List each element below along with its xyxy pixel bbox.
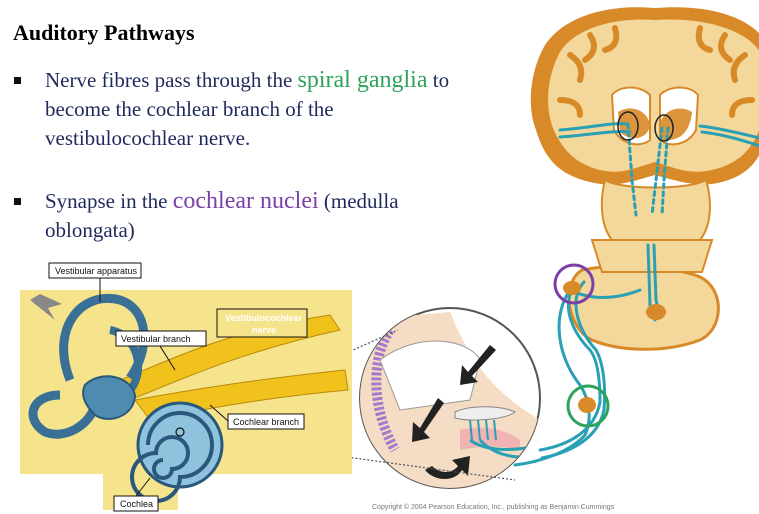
return-arrow-icon: [425, 456, 470, 479]
bullet-cochlear-nuclei: Synapse in the cochlear nuclei (medulla …: [14, 187, 484, 245]
thalamus-circle: [617, 111, 639, 141]
bullet-text-after: (medulla oblongata): [45, 189, 399, 242]
bullet-spiral-ganglia: Nerve fibres pass through the spiral gan…: [14, 66, 484, 153]
cortex-gyri: [557, 25, 755, 118]
midbrain: [600, 178, 711, 241]
label-vestibular-branch: Vestibular branch: [121, 334, 191, 344]
page-title: Auditory Pathways: [13, 20, 195, 45]
sound-arrow-icon: [412, 398, 444, 442]
label-cochlea: Cochlea: [120, 499, 153, 509]
bullet-square-icon: [14, 77, 21, 84]
spiral-ganglia-circle: [566, 384, 610, 428]
cochlea-zoom: [359, 307, 541, 489]
cochlear-nuclei-circle: [553, 263, 595, 305]
cochlear-nuclei-highlight: cochlear nuclei: [172, 188, 319, 214]
vestibule: [82, 375, 137, 420]
bullet-text-before: Nerve fibres pass through the: [45, 68, 298, 92]
bullet-text-before: Synapse in the: [45, 189, 173, 213]
label-vestibular-apparatus: Vestibular apparatus: [55, 266, 138, 276]
ear-labels: Vestibular apparatus Vestibular branch V…: [48, 262, 308, 512]
spiral-ganglia-highlight: spiral ganglia: [297, 67, 428, 93]
spiral-ganglion-marker: [578, 397, 596, 413]
direction-arrow-icon: [30, 294, 62, 320]
brainstem-lower: [590, 239, 714, 273]
superior-olive-marker: [646, 304, 666, 320]
vestibular-canal: [28, 390, 100, 439]
copyright-text: Copyright © 2004 Pearson Education, Inc.…: [372, 504, 615, 511]
bullet-text-after: to become the cochlear branch of the ves…: [45, 68, 450, 150]
zoom-connector: [184, 434, 516, 481]
label-vestibulocochlear-nerve-2: nerve: [252, 325, 276, 335]
thalamus-circle: [654, 114, 674, 142]
label-vestibulocochlear-nerve-1: Vestibulocochlear: [225, 313, 303, 323]
vestibular-canal: [59, 294, 149, 382]
cochlea-spiral: [130, 401, 224, 503]
bullet-square-icon: [14, 198, 21, 205]
cochlear-nucleus-marker: [563, 281, 581, 295]
label-cochlear-branch: Cochlear branch: [233, 417, 299, 427]
sound-arrow-icon: [460, 345, 496, 385]
cerebrum-inner: [548, 19, 759, 172]
